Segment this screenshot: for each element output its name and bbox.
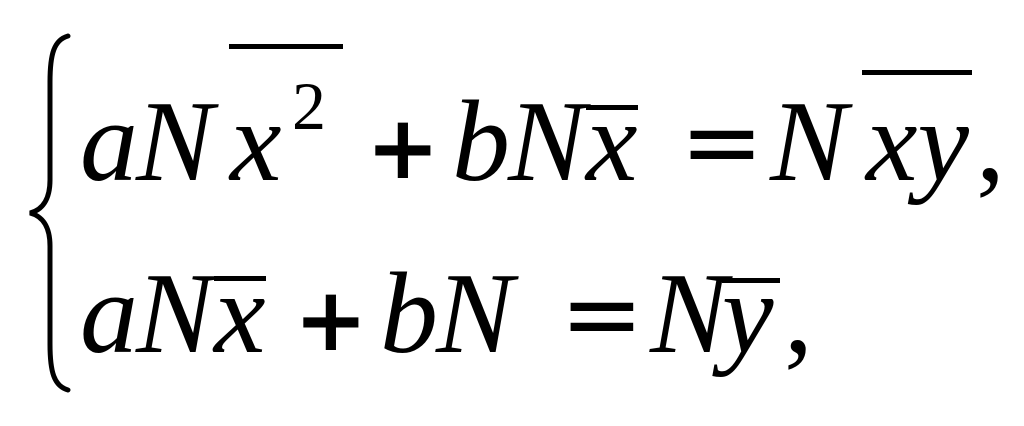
plus-sign: + [366, 96, 440, 199]
exponent-2: 2 [292, 68, 326, 144]
var-x: x [230, 78, 282, 206]
mean-bar-xy [862, 70, 972, 75]
var-x-mean: x [214, 250, 266, 378]
var-N: N [770, 78, 848, 206]
comma: , [784, 250, 813, 378]
mean-bar-x-squared [229, 44, 343, 49]
var-a: a [80, 250, 138, 378]
var-xy-mean: xy [866, 78, 969, 206]
var-b: b [380, 250, 438, 378]
equals-sign: = [560, 255, 644, 372]
var-N: N [508, 78, 586, 206]
mean-bar-y [722, 278, 780, 283]
left-brace [29, 33, 71, 393]
var-N: N [136, 78, 214, 206]
var-N: N [436, 250, 514, 378]
mean-bar-x [214, 276, 266, 281]
var-x-mean: x [586, 78, 638, 206]
var-N: N [136, 250, 214, 378]
var-y-mean: y [722, 250, 774, 378]
var-a: a [80, 78, 138, 206]
var-N: N [650, 250, 728, 378]
mean-bar-x [586, 105, 638, 110]
var-b: b [452, 78, 510, 206]
equals-sign: = [680, 83, 764, 200]
comma: , [976, 78, 1005, 206]
plus-sign: + [294, 268, 368, 371]
